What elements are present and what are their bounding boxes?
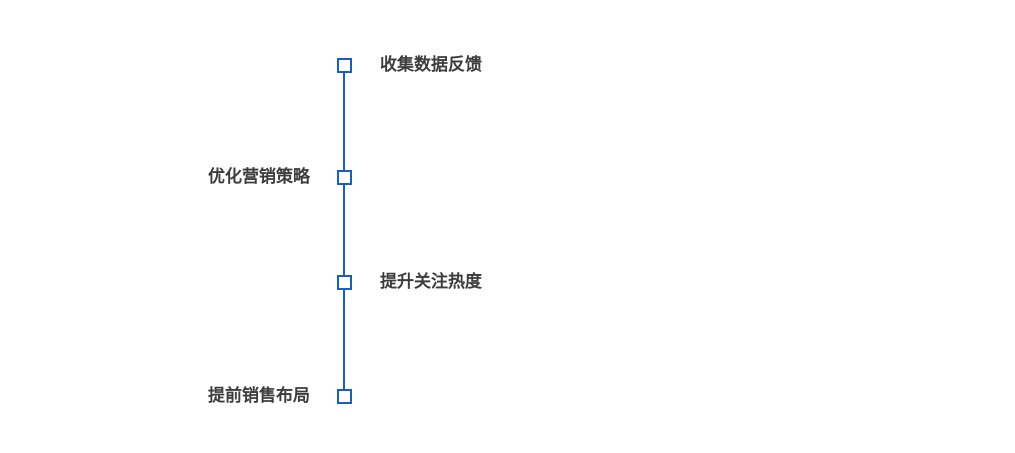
timeline-label: 提升关注热度 (380, 272, 482, 291)
timeline-label: 优化营销策略 (208, 167, 310, 186)
timeline-node-marker (337, 170, 352, 185)
timeline-label: 收集数据反馈 (380, 55, 482, 74)
timeline-node-marker (337, 389, 352, 404)
timeline-node-marker (337, 58, 352, 73)
timeline-node-marker (337, 275, 352, 290)
timeline-label: 提前销售布局 (208, 386, 310, 405)
timeline-connector-line (343, 65, 345, 396)
